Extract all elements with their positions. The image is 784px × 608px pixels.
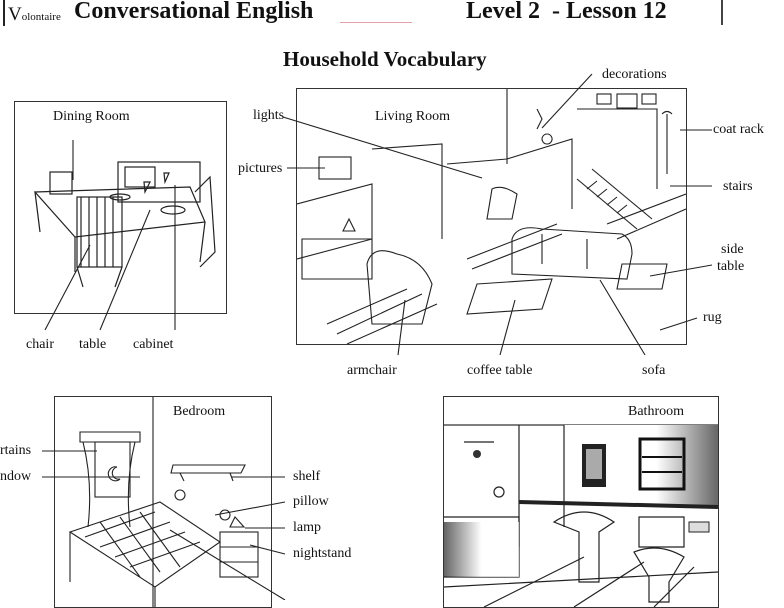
label-lights: lights (253, 108, 285, 123)
header-left-rule (3, 0, 5, 26)
brand-name: olontaire (21, 11, 61, 23)
dining-room-illustration: Dining Room (14, 101, 227, 314)
level-lesson: Level 2 - Lesson 12 (466, 0, 667, 24)
dining-room-drawing (33, 161, 216, 288)
label-window: ndow (0, 469, 32, 484)
brand-initial: V (8, 4, 22, 25)
bathroom-title: Bathroom (628, 404, 684, 419)
label-chair: chair (26, 337, 54, 352)
label-shelf: shelf (293, 469, 321, 484)
label-table: table (79, 337, 107, 352)
label-sofa: sofa (642, 363, 666, 378)
label-side-table-line1: side (721, 242, 744, 257)
label-armchair: armchair (347, 363, 397, 378)
title-underline (340, 22, 412, 23)
bedroom-title: Bedroom (173, 404, 226, 419)
living-room-title: Living Room (375, 109, 451, 124)
label-decorations: decorations (602, 67, 667, 82)
header-right-rule (721, 0, 723, 25)
label-curtains: rtains (0, 443, 32, 458)
course-title: Conversational English (74, 0, 314, 24)
bathroom-illustration: Bathroom (443, 396, 719, 608)
living-room-illustration: Living Room (296, 88, 687, 345)
page-title: Household Vocabulary (283, 47, 487, 71)
label-side-table-line2: table (717, 259, 745, 274)
label-pillow: pillow (293, 494, 329, 509)
label-coffee-table: coffee table (467, 363, 533, 378)
label-stairs: stairs (723, 179, 753, 194)
bedroom-illustration: Bedroom (54, 396, 272, 608)
label-pictures: pictures (238, 161, 283, 176)
living-room-drawing (297, 89, 686, 344)
label-coat-rack: coat rack (713, 122, 764, 137)
brand-logo: Volontaire (8, 4, 61, 26)
bathroom-drawing (444, 424, 718, 607)
label-nightstand: nightstand (293, 546, 352, 561)
dining-room-title: Dining Room (53, 109, 130, 124)
label-lamp: lamp (293, 520, 321, 535)
label-rug: rug (703, 310, 722, 325)
bedroom-drawing (68, 397, 259, 607)
label-cabinet: cabinet (133, 337, 174, 352)
